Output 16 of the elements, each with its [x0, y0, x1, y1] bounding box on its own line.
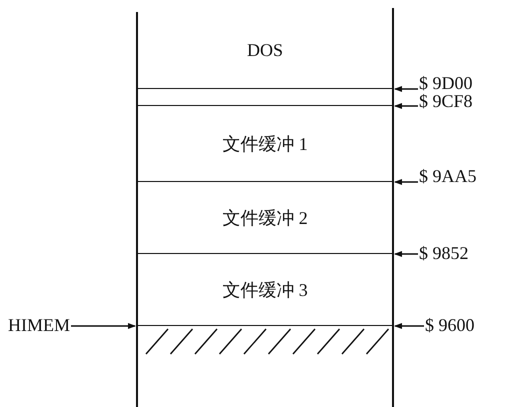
region-label: DOS	[246, 40, 283, 60]
region-label: 文件缓冲 1	[222, 132, 308, 156]
region-label: 文件缓冲 2	[222, 206, 308, 230]
leader-arrow	[394, 251, 418, 257]
leader-arrow	[71, 323, 136, 329]
leader-arrow	[394, 179, 418, 185]
region-label: 文件缓冲 3	[222, 278, 308, 302]
pointer-label: HIMEM	[8, 315, 70, 335]
address-label: $ 9AA5	[419, 166, 476, 186]
address-label: $ 9CF8	[419, 91, 473, 111]
leader-arrow	[394, 103, 418, 109]
address-label: $ 9600	[425, 315, 474, 335]
address-label: $ 9852	[419, 243, 468, 263]
leader-arrow	[394, 323, 424, 329]
address-label: $ 9D00	[419, 73, 472, 93]
leader-arrow	[394, 86, 418, 92]
